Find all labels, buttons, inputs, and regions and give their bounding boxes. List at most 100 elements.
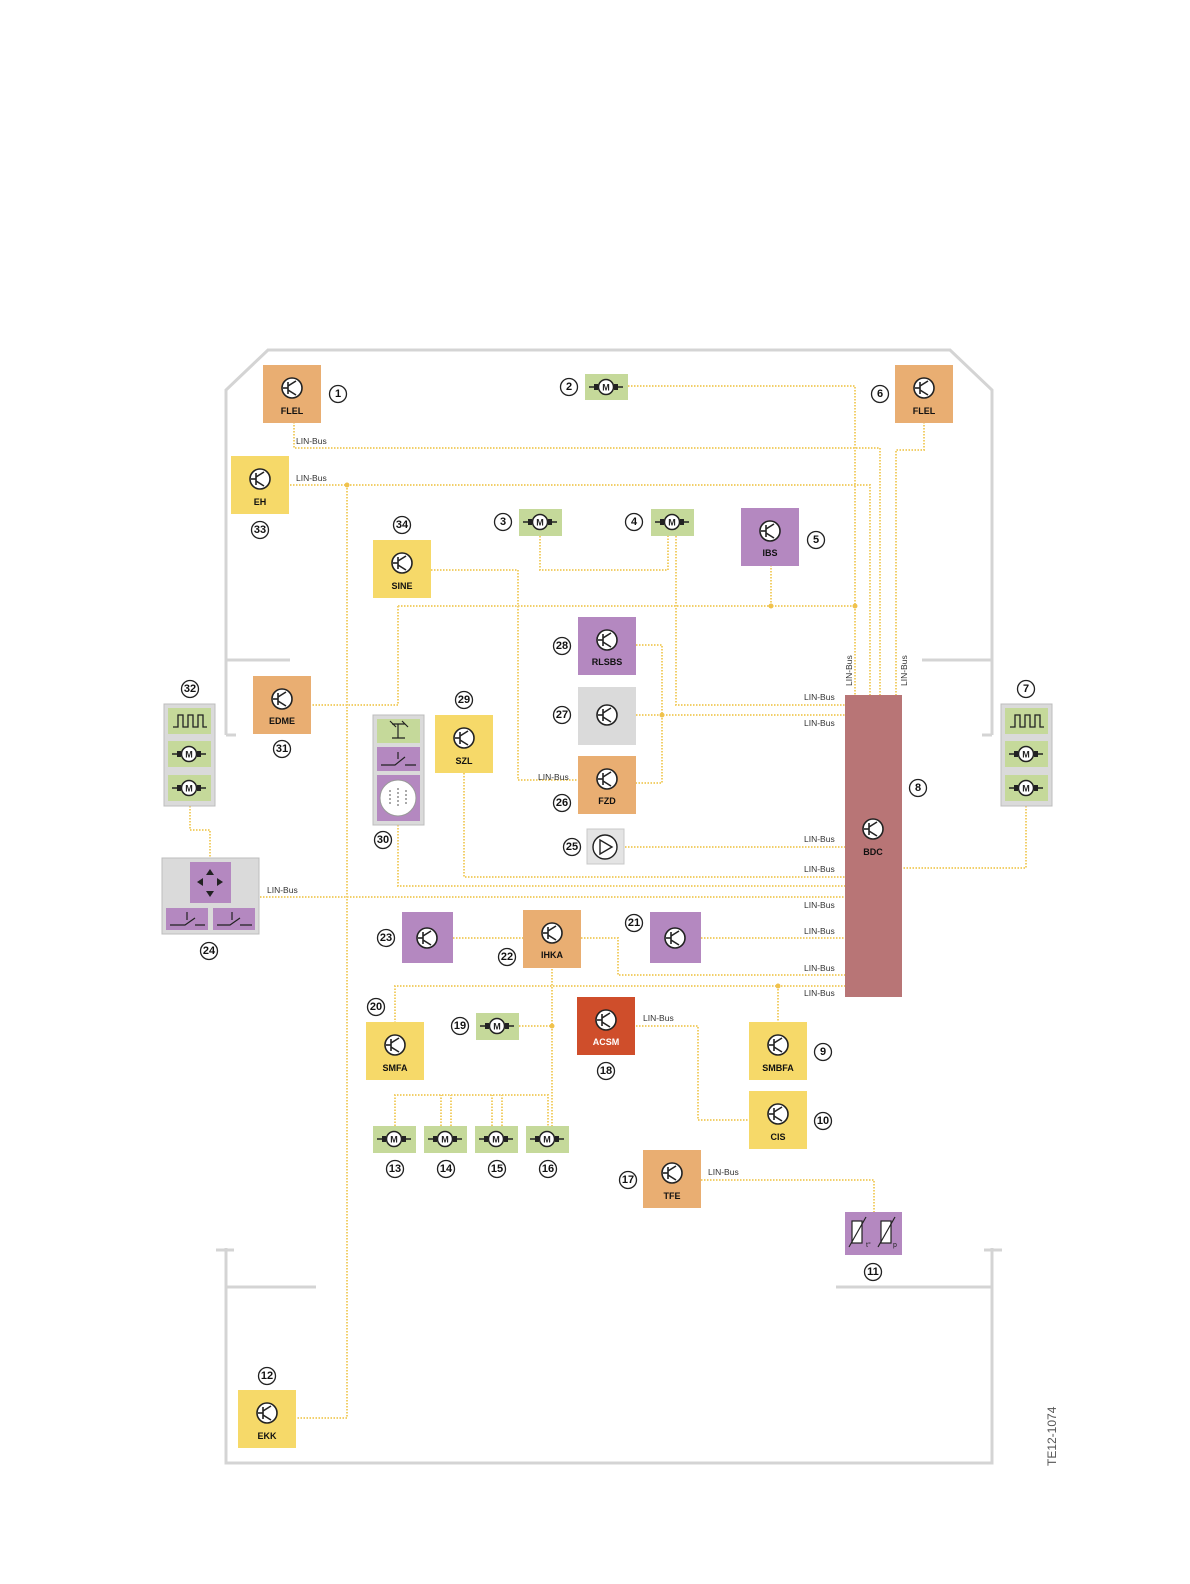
- svg-text:11: 11: [867, 1266, 879, 1278]
- svg-text:EH: EH: [254, 497, 267, 507]
- svg-text:EKK: EKK: [257, 1431, 277, 1441]
- bus-label: LIN-Bus: [296, 436, 327, 446]
- svg-text:1: 1: [335, 388, 341, 400]
- svg-text:TFE: TFE: [664, 1191, 681, 1201]
- badge-28: 28: [552, 636, 572, 656]
- motor-2: [585, 374, 628, 400]
- cis-module: CIS: [749, 1091, 807, 1149]
- badge-19: 19: [450, 1016, 470, 1036]
- svg-text:6: 6: [877, 388, 883, 400]
- svg-text:31: 31: [276, 743, 288, 755]
- svg-text:9: 9: [820, 1046, 826, 1058]
- ihka-module: IHKA: [523, 910, 581, 968]
- svg-text:IBS: IBS: [762, 548, 777, 558]
- badge-11: 11: [863, 1262, 883, 1282]
- svg-text:23: 23: [380, 932, 392, 944]
- bus-label: LIN-Bus: [708, 1167, 739, 1177]
- flel-right-module: FLEL: [895, 365, 953, 423]
- badge-4: 4: [624, 512, 644, 532]
- badge-22: 22: [497, 947, 517, 967]
- svg-text:33: 33: [254, 524, 266, 536]
- badge-9: 9: [813, 1042, 833, 1062]
- vehicle-outline: [216, 348, 1002, 1465]
- badge-12: 12: [257, 1366, 277, 1386]
- pump-25: [586, 828, 625, 865]
- bdc-module: BDC: [845, 695, 902, 997]
- svg-text:19: 19: [454, 1020, 466, 1032]
- svg-text:15: 15: [491, 1163, 503, 1175]
- badge-32: 32: [180, 679, 200, 699]
- szl-module: SZL: [435, 715, 493, 773]
- badge-33: 33: [250, 520, 270, 540]
- motor-3: [519, 509, 562, 536]
- badge-5: 5: [806, 530, 826, 550]
- bus-label: LIN-Bus: [804, 692, 835, 702]
- svg-text:30: 30: [377, 834, 389, 846]
- svg-text:10: 10: [817, 1115, 829, 1127]
- svg-text:34: 34: [396, 519, 409, 531]
- svg-text:28: 28: [556, 640, 568, 652]
- svg-text:17: 17: [622, 1174, 634, 1186]
- badge-16: 16: [538, 1159, 558, 1179]
- svg-text:32: 32: [184, 683, 196, 695]
- bus-label: LIN-Bus: [804, 988, 835, 998]
- sine-module: SINE: [373, 540, 431, 598]
- bus-label: LIN-Bus: [804, 834, 835, 844]
- lin-bus-wiring: [189, 385, 1027, 1419]
- motor-19: [476, 1013, 519, 1040]
- svg-text:14: 14: [440, 1163, 453, 1175]
- svg-text:24: 24: [203, 945, 216, 957]
- motor-14: [424, 1126, 467, 1153]
- badge-23: 23: [376, 928, 396, 948]
- seat-unit-left: [163, 703, 216, 807]
- svg-text:FZD: FZD: [598, 796, 616, 806]
- eh-module: EH: [231, 456, 289, 514]
- svg-text:22: 22: [501, 951, 513, 963]
- svg-text:18: 18: [600, 1065, 612, 1077]
- smfa-module: SMFA: [366, 1022, 424, 1080]
- ibs-sensor: IBS: [741, 508, 799, 566]
- badge-18: 18: [596, 1061, 616, 1081]
- flel-left-module: FLEL: [263, 365, 321, 423]
- seat-unit-right: [1000, 703, 1053, 807]
- badge-14: 14: [436, 1159, 456, 1179]
- svg-text:BDC: BDC: [863, 847, 883, 857]
- badge-13: 13: [385, 1159, 405, 1179]
- reference-code: TE12-1074: [1045, 1406, 1059, 1466]
- tfe-module: TFE: [643, 1150, 701, 1208]
- svg-text:RLSBS: RLSBS: [592, 657, 623, 667]
- svg-text:FLEL: FLEL: [281, 406, 304, 416]
- motor-4: [651, 509, 694, 536]
- svg-text:ACSM: ACSM: [593, 1037, 620, 1047]
- smbfa-module: SMBFA: [749, 1022, 807, 1080]
- svg-text:8: 8: [915, 782, 921, 794]
- svg-text:7: 7: [1023, 683, 1029, 695]
- svg-text:5: 5: [813, 534, 819, 546]
- svg-text:26: 26: [556, 797, 568, 809]
- unit-23: [402, 912, 453, 963]
- motor-15: [475, 1126, 518, 1153]
- svg-text:16: 16: [542, 1163, 554, 1175]
- unit-27: [578, 687, 636, 745]
- badge-15: 15: [487, 1159, 507, 1179]
- number-badges: 1 2 3 4 5 6 7 8 9 10 11 12 13 14 15 16 1…: [180, 377, 1036, 1386]
- badge-8: 8: [908, 778, 928, 798]
- badge-29: 29: [454, 690, 474, 710]
- badge-31: 31: [272, 739, 292, 759]
- svg-text:SMFA: SMFA: [382, 1063, 408, 1073]
- badge-34: 34: [392, 515, 412, 535]
- svg-text:EDME: EDME: [269, 716, 295, 726]
- svg-text:25: 25: [566, 841, 578, 853]
- badge-21: 21: [624, 913, 644, 933]
- svg-text:13: 13: [389, 1163, 401, 1175]
- badge-26: 26: [552, 793, 572, 813]
- svg-text:FLEL: FLEL: [913, 406, 936, 416]
- motor-13: [373, 1126, 416, 1153]
- badge-7: 7: [1016, 679, 1036, 699]
- rlsbs-sensor: RLSBS: [578, 617, 636, 675]
- bus-label: LIN-Bus: [844, 655, 854, 686]
- bus-label: LIN-Bus: [804, 718, 835, 728]
- bus-label: LIN-Bus: [296, 473, 327, 483]
- edme-module: EDME: [253, 676, 311, 734]
